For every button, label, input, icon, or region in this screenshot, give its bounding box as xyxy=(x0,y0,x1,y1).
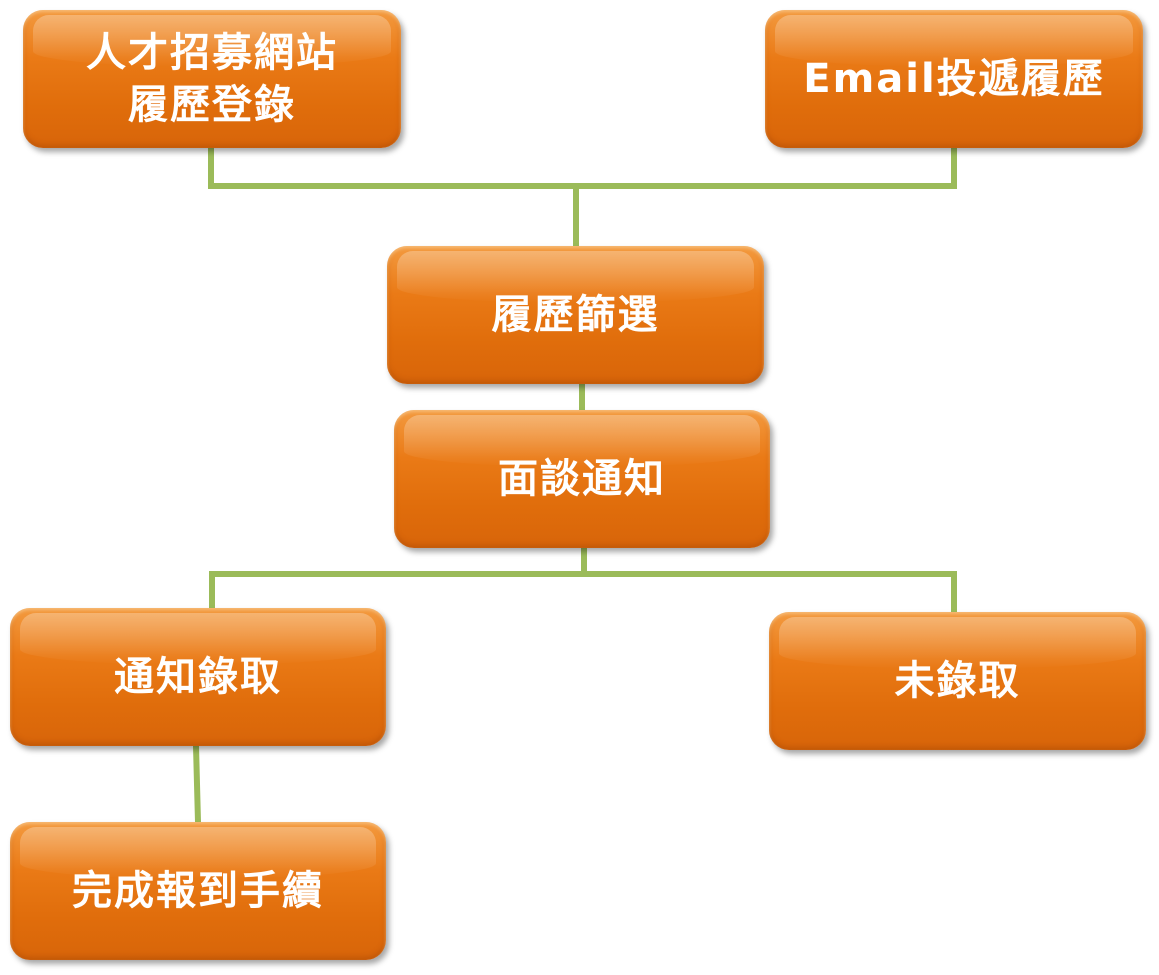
node-label: 面談通知 xyxy=(498,456,666,502)
node-interview-notice: 面談通知 xyxy=(394,410,770,548)
node-not-hired: 未錄取 xyxy=(769,612,1146,750)
node-resume-screening: 履歷篩選 xyxy=(387,246,764,384)
node-label: 完成報到手續 xyxy=(72,868,324,914)
node-label: 人才招募網站 履歷登錄 xyxy=(86,30,338,128)
connector-email-to-screening xyxy=(573,145,957,189)
node-label: 通知錄取 xyxy=(114,654,282,700)
node-onboarding: 完成報到手續 xyxy=(10,822,386,960)
node-label: 履歷篩選 xyxy=(491,292,660,338)
connector-interview-to-reject xyxy=(581,571,957,615)
connector-hire-to-onboarding xyxy=(192,742,202,826)
node-resume-registration: 人才招募網站 履歷登錄 xyxy=(23,10,401,148)
connector-register-to-screening xyxy=(208,145,579,249)
node-hire-notice: 通知錄取 xyxy=(10,608,386,746)
connector-interview-to-hire xyxy=(209,545,587,611)
node-label: 未錄取 xyxy=(894,658,1021,704)
node-label: Email投遞履歷 xyxy=(803,56,1105,102)
node-email-resume: Email投遞履歷 xyxy=(765,10,1143,148)
